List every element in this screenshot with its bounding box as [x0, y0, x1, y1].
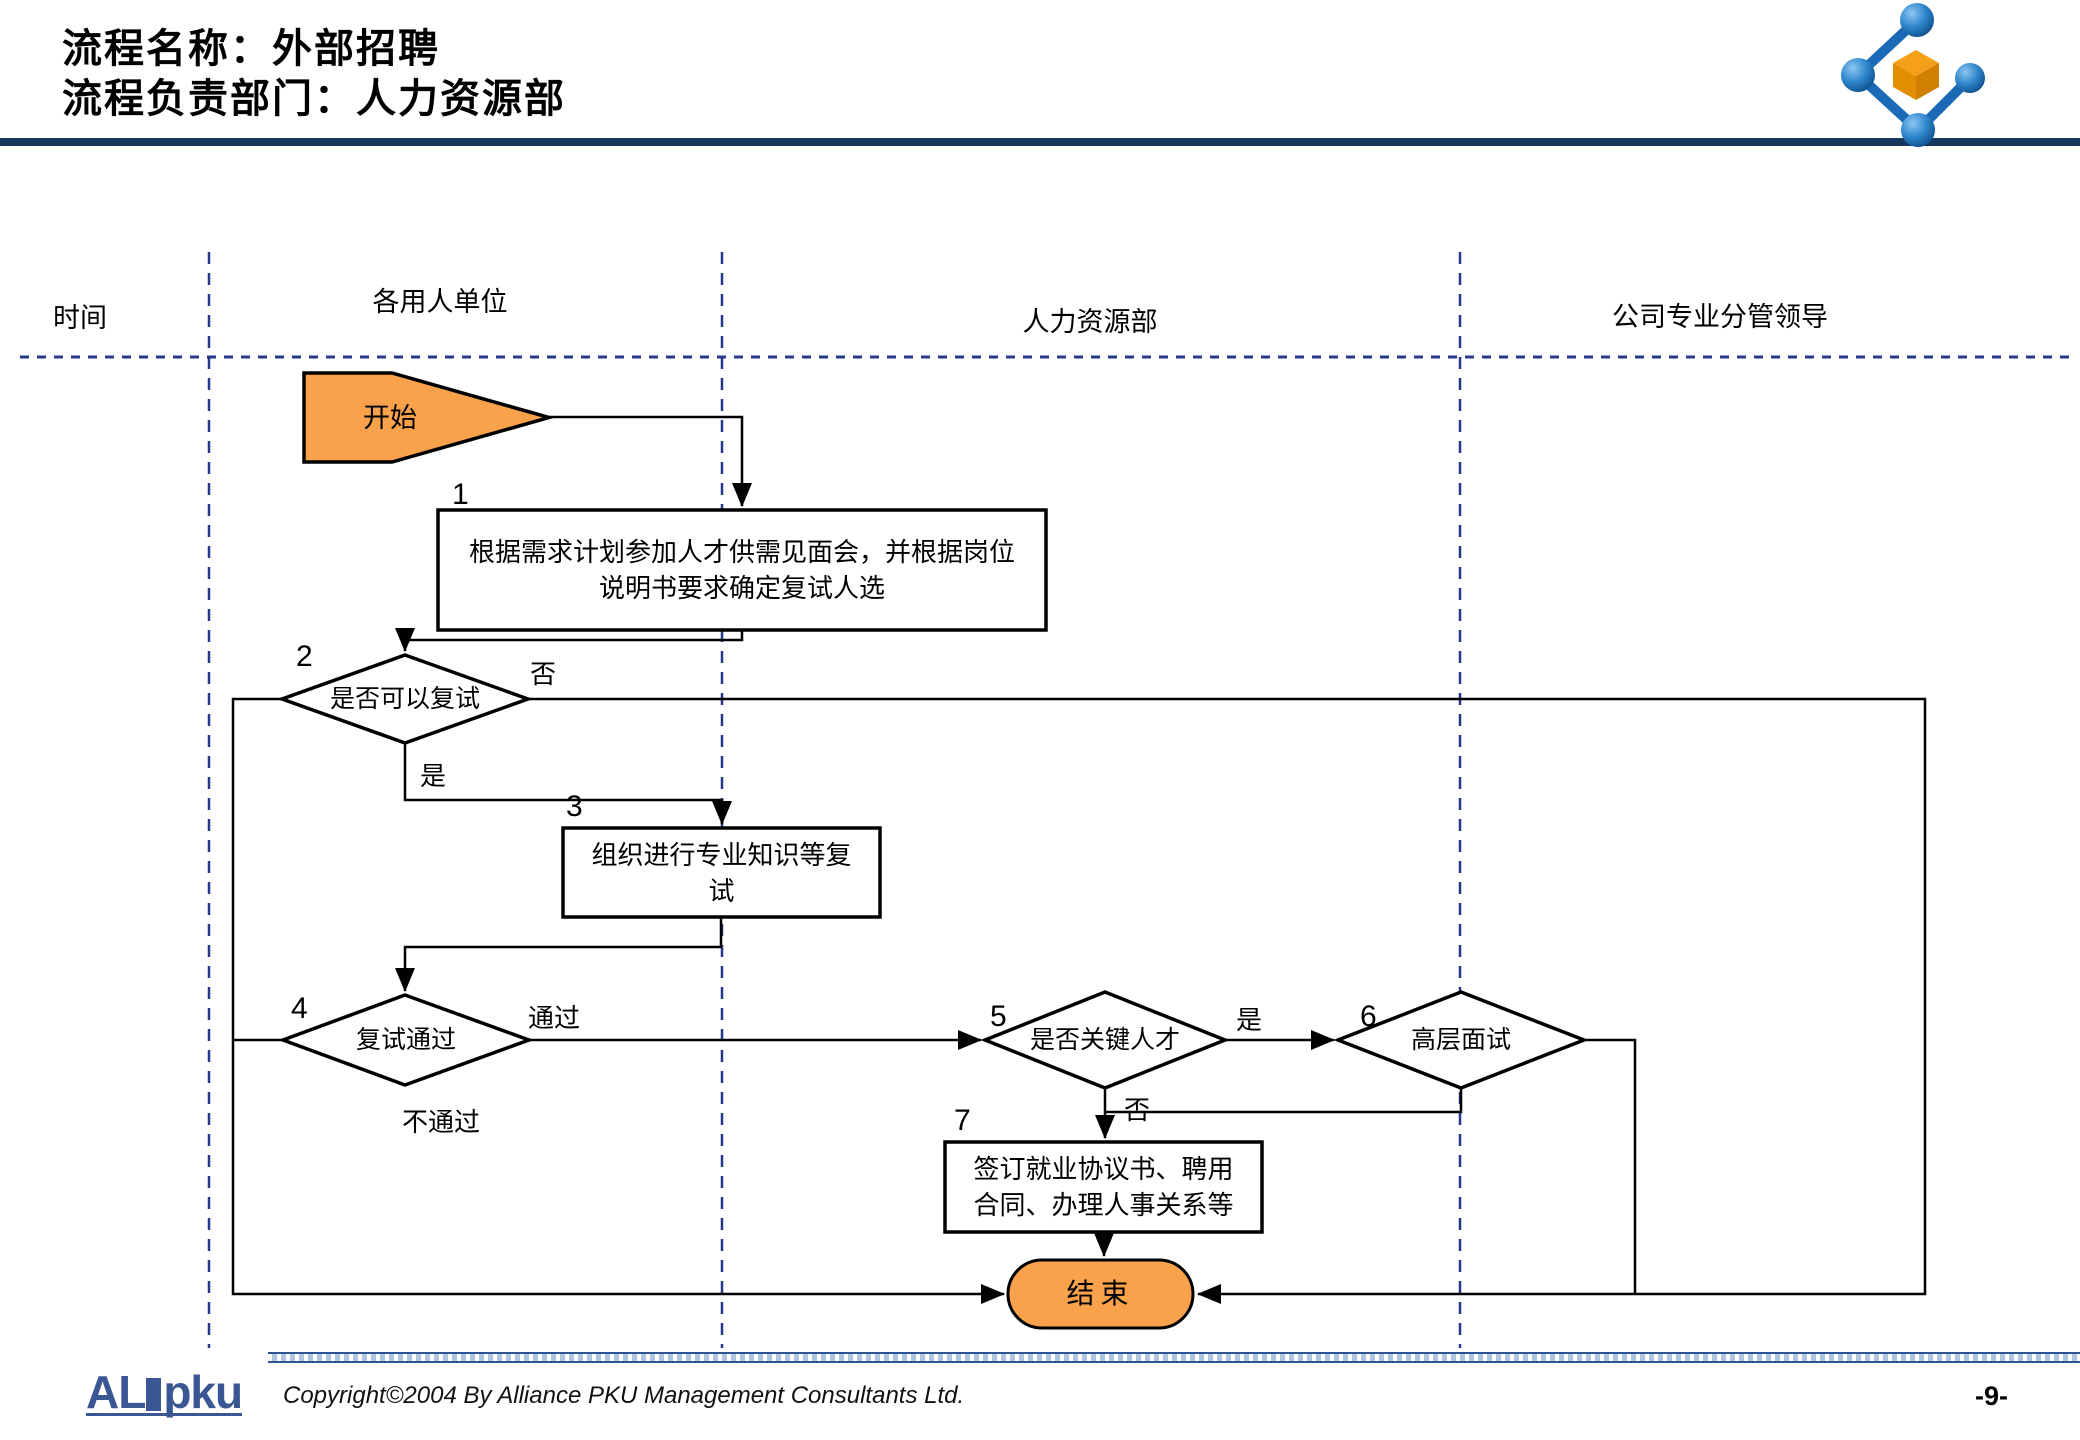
start-shape [302, 371, 556, 464]
lane-header-hr-dept: 人力资源部 [1022, 307, 1158, 337]
decision5-yes-label: 是 [1236, 1005, 1263, 1035]
logo-block-glyph [146, 1378, 162, 1411]
end-label: 结束 [1066, 1278, 1135, 1309]
edge-fail-to-end [231, 697, 1005, 1304]
lane-header-employing-units: 各用人单位 [372, 287, 508, 317]
edge-2-yes-to-3 [403, 743, 732, 825]
step3-number: 3 [566, 790, 583, 823]
page-number: -9- [1975, 1381, 2008, 1411]
edge-2-no-to-end [528, 697, 1927, 1304]
decision4-fail-label: 不通过 [402, 1107, 481, 1137]
edge-1-to-2 [395, 628, 744, 652]
allpku-logo: AL pku [86, 1369, 243, 1416]
decision-diamond-2 [276, 653, 534, 745]
decision2-yes-label: 是 [420, 761, 447, 791]
edge-6-bottom-join [1105, 1088, 1463, 1114]
logo-text-al: AL [86, 1366, 146, 1418]
copyright-text: Copyright©2004 By Alliance PKU Managemen… [283, 1382, 965, 1409]
decision6-number: 6 [1360, 1000, 1377, 1033]
company-logo-icon [1841, 3, 1985, 147]
step3-text: 组织进行专业知识等复试 [591, 839, 852, 906]
logo-text-pku: pku [163, 1366, 243, 1418]
process-dept-title: 流程负责部门：人力资源部 [62, 77, 566, 121]
decision5-number: 5 [990, 1000, 1007, 1033]
process-box-1 [436, 508, 1048, 632]
step1-number: 1 [452, 478, 469, 511]
decision2-no-label: 否 [530, 659, 557, 689]
title-separator-bar [0, 138, 2080, 146]
decision5-no-label: 否 [1124, 1095, 1151, 1125]
decision-diamond-6 [1333, 990, 1589, 1090]
step7-text: 签订就业协议书、聘用合同、办理人事关系等 [973, 1154, 1234, 1220]
edge-6-right-to-end [1584, 1038, 1637, 1294]
molecule-spheres [1841, 3, 1985, 147]
start-label: 开始 [363, 402, 417, 433]
decision5-text: 是否关键人才 [1029, 1026, 1180, 1054]
decision-diamond-5 [980, 990, 1230, 1090]
lane-header-company-leaders: 公司专业分管领导 [1612, 302, 1828, 332]
process-name-title: 流程名称：外部招聘 [62, 27, 440, 71]
footer-separator [268, 1352, 2080, 1363]
decision6-text: 高层面试 [1410, 1026, 1511, 1054]
decision4-number: 4 [291, 992, 308, 1025]
molecule-cube [1893, 50, 1939, 100]
lane-header-time: 时间 [53, 303, 107, 333]
end-shape [1006, 1258, 1195, 1330]
decision2-text: 是否可以复试 [329, 685, 480, 713]
process-box-3 [561, 826, 882, 919]
decision4-pass-label: 通过 [528, 1003, 581, 1033]
step1-text: 根据需求计划参加人才供需见面会，并根据岗位说明书要求确定复试人选 [468, 537, 1015, 603]
step7-number: 7 [954, 1104, 971, 1137]
decision4-text: 复试通过 [355, 1026, 456, 1054]
process-box-7 [943, 1140, 1264, 1234]
decision2-number: 2 [296, 640, 313, 673]
edge-start-to-1 [549, 415, 752, 507]
edge-3-to-4 [395, 917, 723, 992]
decision-diamond-4 [277, 993, 535, 1087]
